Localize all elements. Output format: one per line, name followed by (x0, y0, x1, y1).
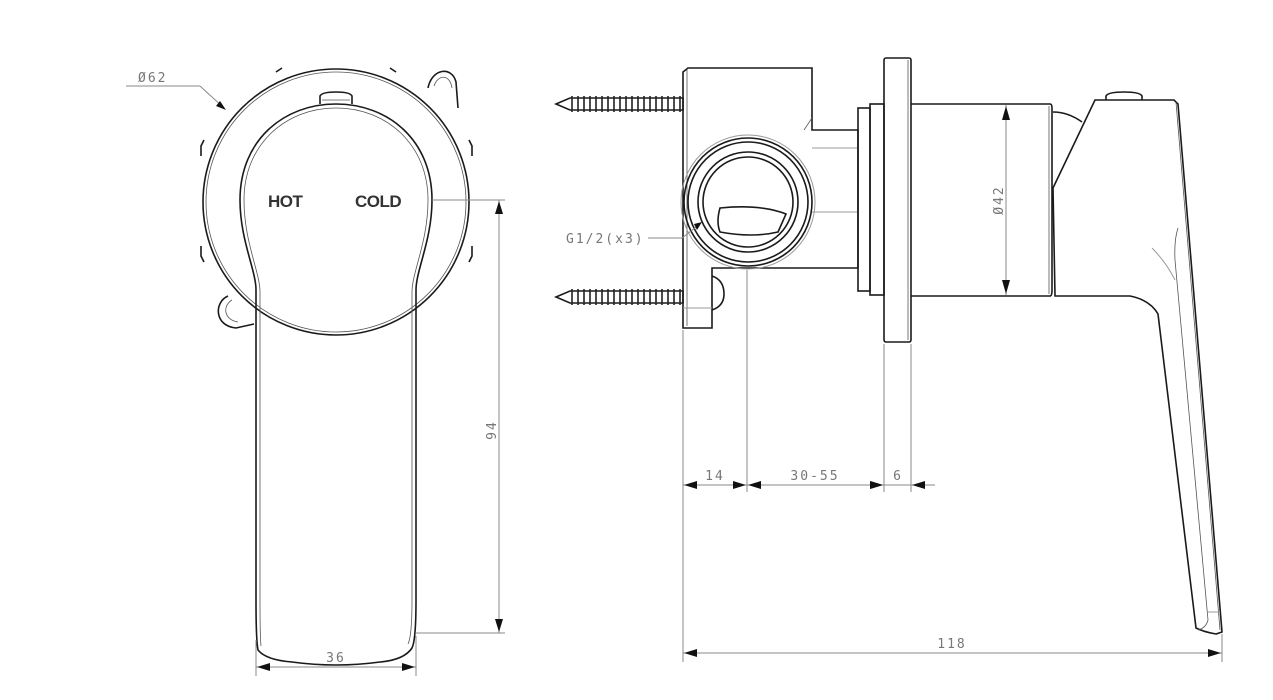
plate-thickness-label: 6 (893, 469, 903, 484)
mount-depth-label: 14 (705, 469, 725, 484)
inlet-thread-callout: G1/2(x3) (566, 222, 702, 247)
lever-height-label: 94 (485, 420, 500, 440)
plate-diameter-label: Ø62 (138, 71, 167, 86)
plate-pins (217, 70, 459, 329)
valve-body (680, 67, 859, 329)
body-diameter-dimension: Ø42 (992, 105, 1010, 295)
front-view: Ø62 HOT COLD (126, 67, 505, 676)
lever-front (239, 91, 433, 666)
plate-diameter-callout: Ø62 (126, 71, 226, 110)
total-depth-dimension: 118 (683, 637, 1222, 657)
hot-label: HOT (268, 192, 304, 211)
lever-side (1052, 91, 1223, 635)
wall-plate (200, 67, 473, 336)
side-view: G1/2(x3) Ø42 (553, 57, 1223, 662)
wall-screw-top (553, 96, 684, 112)
extension-lines (682, 270, 1223, 662)
lever-width-label: 36 (326, 651, 346, 666)
body-diameter-label: Ø42 (992, 185, 1007, 214)
total-depth-label: 118 (937, 637, 966, 652)
inlet-thread-label: G1/2(x3) (566, 232, 645, 247)
mixer-cylinder (911, 103, 1053, 297)
lever-height-dimension: 94 (416, 199, 505, 634)
depth-dimension-chain: 14 30-55 6 (683, 469, 935, 489)
flange (857, 57, 912, 343)
adjust-range-label: 30-55 (790, 469, 839, 484)
cold-label: COLD (355, 192, 401, 211)
wall-screw-bottom (553, 289, 684, 305)
lever-width-dimension: 36 (255, 636, 417, 676)
